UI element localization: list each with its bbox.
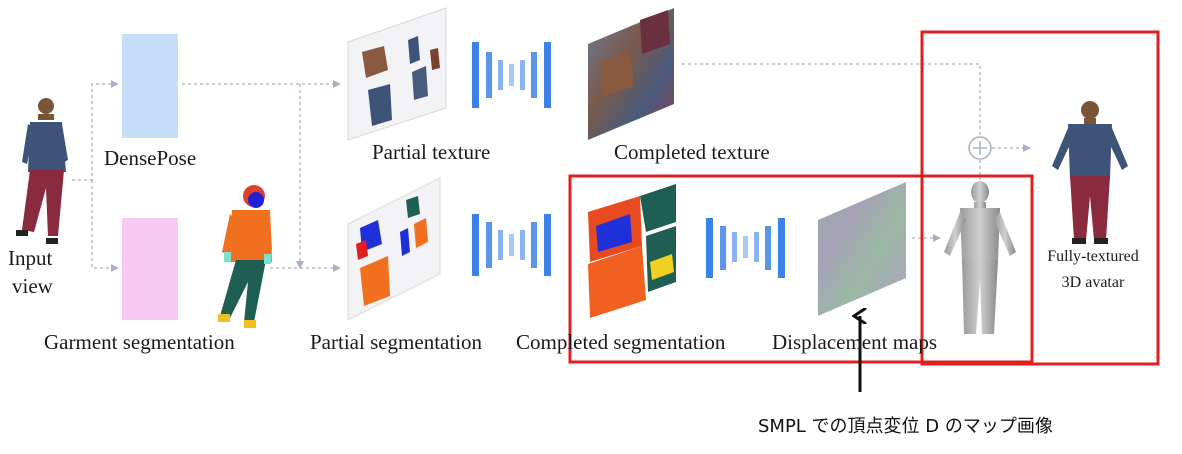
completed-segmentation-label: Completed segmentation [516,330,726,354]
garment-segmentation-figure [218,185,272,328]
input-person-figure [16,98,68,244]
completed-texture-label: Completed texture [614,140,770,164]
partial-segmentation-label: Partial segmentation [310,330,483,354]
highlight-box-segmentation-displacement [568,174,1034,364]
partial-texture-label: Partial texture [372,140,491,164]
garment-segmentation-label: Garment segmentation [44,330,235,354]
combine-plus-icon [968,136,992,160]
avatar-label-line1: Fully-textured [1047,248,1139,265]
garment-segmentation-box [122,218,178,320]
densepose-label: DensePose [104,146,197,170]
displacement-map-panel [818,182,906,316]
connector-lines [72,63,1031,272]
completed-texture-panel [588,8,674,140]
input-view-label-line1: Input [8,246,53,270]
partial-segmentation-panel [347,177,441,321]
texture-network [472,42,551,108]
displacement-network [706,218,785,278]
highlight-box-avatar [920,30,1160,366]
input-view-label-line2: view [12,274,53,298]
densepose-box [122,34,178,138]
displacement-maps-label: Displacement maps [772,330,938,354]
completed-segmentation-panel [584,182,676,320]
annotation-note: SMPL での頂点変位 D のマップ画像 [758,416,1053,437]
smpl-mesh-figure [944,181,1016,334]
segmentation-network [472,214,551,276]
textured-avatar-figure [1052,101,1128,244]
avatar-label-line2: 3D avatar [1061,274,1125,291]
partial-texture-panel [347,7,447,141]
